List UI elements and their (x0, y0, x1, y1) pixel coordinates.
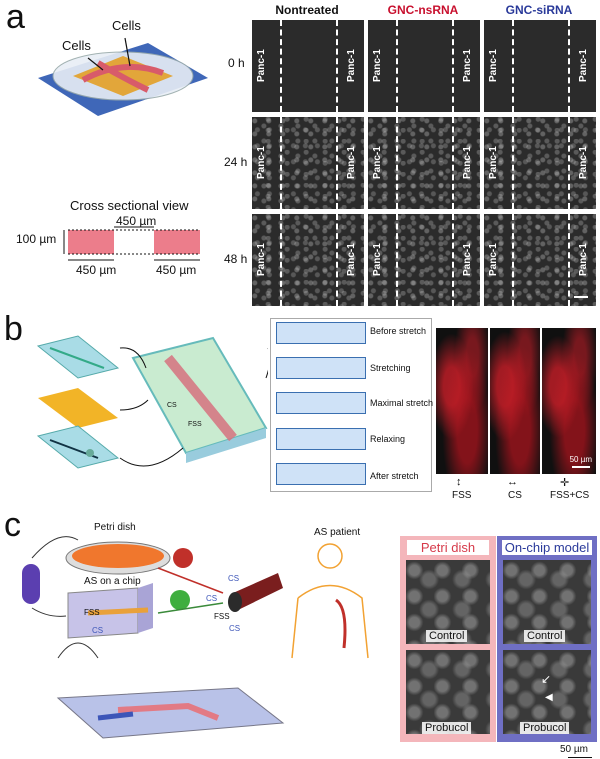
panc1-label: Panc-1 (372, 243, 383, 276)
cells-label-right: Cells (112, 18, 141, 33)
fluor-label-fss-cs: FSS+CS (550, 490, 590, 501)
panc1-label: Panc-1 (488, 146, 499, 179)
cell-image-petri-probucol (406, 650, 490, 734)
chip-assembly-illustration (36, 335, 268, 469)
grid-header-on-chip-model: On-chip model (502, 540, 592, 555)
cross-section-title: Cross sectional view (70, 198, 189, 213)
stretch-steps-frame (270, 318, 432, 492)
step-label-maximal-stretch: Maximal stretch (370, 398, 434, 408)
step-label-relaxing: Relaxing (370, 434, 406, 444)
as-patient-label: AS patient (314, 527, 361, 538)
petri-dish-illustration (38, 37, 208, 116)
dim-left-label: 450 µm (76, 263, 117, 277)
dim-height-label: 100 µm (16, 232, 57, 246)
scale-bar-a (574, 296, 588, 298)
panc1-label: Panc-1 (462, 146, 473, 179)
panc1-label: Panc-1 (346, 49, 357, 82)
caption-chip-probucol: Probucol (520, 722, 570, 734)
panel-c-letter: c (4, 506, 21, 544)
panc1-label: Panc-1 (346, 146, 357, 179)
micrograph-24h-sirna: Panc-1 Panc-1 (484, 117, 596, 209)
stretch-step-3 (276, 428, 366, 450)
cells-label-left: Cells (62, 38, 91, 53)
stretch-step-2 (276, 392, 366, 414)
scale-bar-c (568, 757, 592, 758)
time-label-48h: 48 h (224, 252, 248, 266)
caption-chip-control: Control (524, 630, 566, 642)
vessel-cs-left-label: CS (206, 594, 218, 603)
scale-bar-c-label: 50 µm (560, 744, 588, 755)
as-on-chip-label: AS on a chip (84, 576, 141, 587)
micrograph-48h-nsrna: Panc-1 Panc-1 (368, 214, 480, 306)
panel-a-letter: a (6, 0, 25, 36)
grid-header-petri-dish: Petri dish (407, 540, 489, 555)
chip-fss-label-c: FSS (84, 608, 100, 617)
chip-fss-label: FSS (188, 421, 202, 428)
panc1-label: Panc-1 (256, 146, 267, 179)
arrowhead-icon: ◀ (545, 692, 553, 703)
panc1-label: Panc-1 (488, 49, 499, 82)
step-label-after-stretch: After stretch (370, 471, 419, 481)
scale-bar-b-label: 50 µm (569, 455, 592, 464)
petri-dish-label: Petri dish (94, 522, 136, 533)
panc1-label: Panc-1 (578, 146, 589, 179)
cell-image-chip-probucol: ↙ ◀ (503, 650, 591, 734)
chip-cs-label: CS (167, 402, 177, 409)
cell-image-petri-control (406, 560, 490, 644)
stretch-step-1 (276, 357, 366, 379)
fluor-label-cs: CS (508, 490, 522, 501)
panc1-label: Panc-1 (462, 243, 473, 276)
fluor-arrow-fss-cs: ✛ (560, 477, 570, 489)
panc1-label: Panc-1 (578, 243, 589, 276)
column-header-gnc-sirna: GNC-siRNA (505, 3, 573, 17)
vessel-cs-top-label: CS (228, 574, 240, 583)
panc1-label: Panc-1 (346, 243, 357, 276)
column-header-nontreated: Nontreated (275, 3, 339, 17)
panc1-label: Panc-1 (488, 243, 499, 276)
panc1-label: Panc-1 (372, 146, 383, 179)
fluor-arrow-cs: ↔ (507, 476, 518, 488)
scale-bar-b (572, 466, 590, 468)
micrograph-24h-nsrna: Panc-1 Panc-1 (368, 117, 480, 209)
micrograph-48h-sirna: Panc-1 Panc-1 (484, 214, 596, 306)
time-label-24h: 24 h (224, 155, 248, 169)
time-label-0h: 0 h (228, 56, 245, 70)
micrograph-48h-nontreated: Panc-1 Panc-1 (252, 214, 364, 306)
panel-c-illustration (22, 536, 369, 739)
vessel-cs-bottom-label: CS (229, 624, 241, 633)
panel-b-letter: b (4, 310, 23, 348)
dim-top-label: 450 µm (116, 214, 157, 228)
panc1-label: Panc-1 (372, 49, 383, 82)
fluor-image-fss-cs: 50 µm (542, 328, 596, 474)
fluor-arrow-fss: ↕ (456, 476, 462, 488)
panc1-label: Panc-1 (256, 49, 267, 82)
step-label-stretching: Stretching (370, 363, 411, 373)
cell-image-chip-control (503, 560, 591, 644)
fluor-image-cs (490, 328, 540, 474)
chip-cs-label-c: CS (92, 626, 104, 635)
micrograph-0h-nontreated: Panc-1 Panc-1 (252, 20, 364, 112)
stretch-step-4 (276, 463, 366, 485)
step-label-before-stretch: Before stretch (370, 326, 427, 336)
panc1-label: Panc-1 (462, 49, 473, 82)
column-header-gnc-nsrna: GNC-nsRNA (387, 3, 459, 17)
micrograph-24h-nontreated: Panc-1 Panc-1 (252, 117, 364, 209)
vessel-fss-label: FSS (214, 612, 230, 621)
micrograph-0h-nsrna: Panc-1 Panc-1 (368, 20, 480, 112)
fluor-image-fss (436, 328, 488, 474)
arrow-icon: ↙ (541, 672, 552, 686)
panc1-label: Panc-1 (256, 243, 267, 276)
micrograph-0h-sirna: Panc-1 Panc-1 (484, 20, 596, 112)
caption-petri-probucol: Probucol (422, 722, 472, 734)
panc1-label: Panc-1 (578, 49, 589, 82)
caption-petri-control: Control (426, 630, 468, 642)
dim-right-label: 450 µm (156, 263, 197, 277)
cross-section-diagram (63, 226, 200, 261)
fluor-label-fss: FSS (452, 490, 472, 501)
stretch-step-0 (276, 322, 366, 344)
